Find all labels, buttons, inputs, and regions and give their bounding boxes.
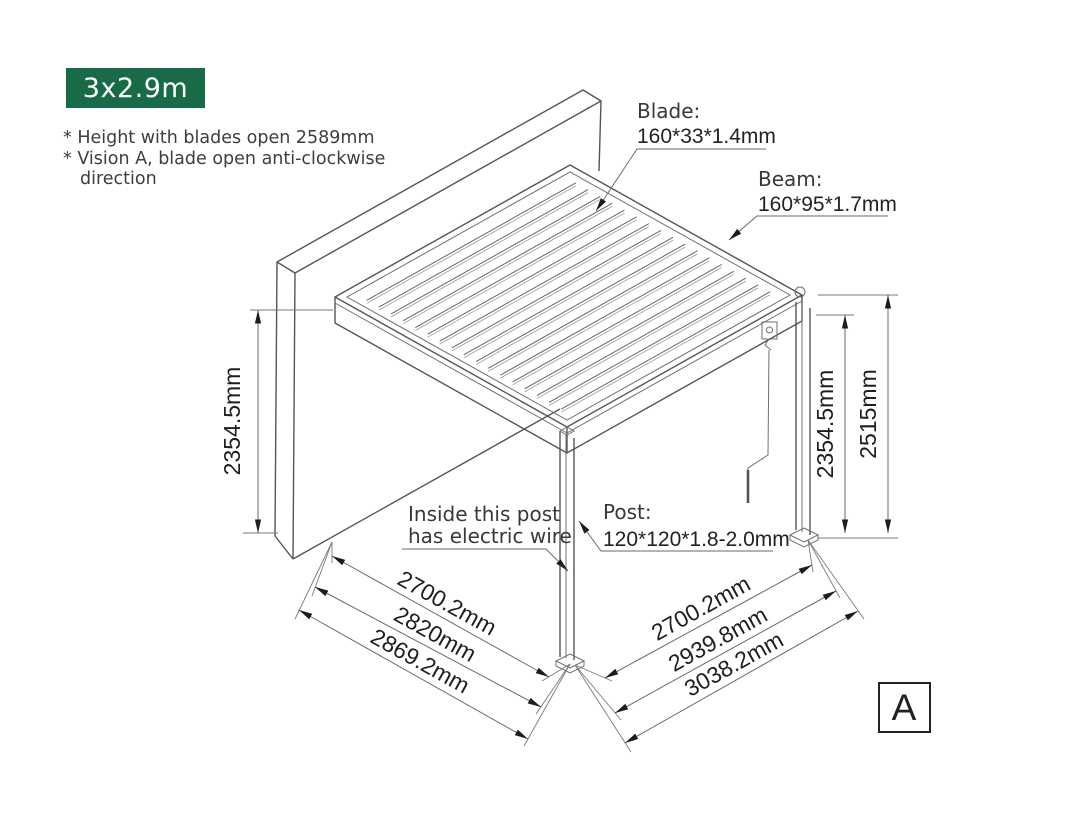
callout-beam: Beam: 160*95*1.7mm bbox=[728, 167, 897, 241]
wall-panel bbox=[274, 89, 602, 560]
corner-pivot bbox=[794, 286, 806, 298]
post-value: 120*120*1.8-2.0mm bbox=[603, 528, 790, 551]
note-vision-a-cont: direction bbox=[80, 169, 157, 189]
louvre-blades bbox=[366, 182, 771, 413]
callout-blade: Blade: 160*33*1.4mm bbox=[595, 99, 776, 212]
crank-handle bbox=[746, 321, 778, 503]
note-height-open: * Height with blades open 2589mm bbox=[63, 128, 375, 148]
extension-lines bbox=[243, 294, 898, 753]
louvre-roof bbox=[334, 164, 806, 428]
front-beam bbox=[566, 295, 803, 454]
callout-electric-wire: Inside this post has electric wire bbox=[402, 502, 572, 572]
notes-block: * Height with blades open 2589mm * Visio… bbox=[63, 128, 385, 190]
view-label: A bbox=[892, 687, 917, 728]
front-post bbox=[554, 426, 586, 674]
callout-post: Post: 120*120*1.8-2.0mm bbox=[578, 500, 790, 552]
post-label: Post: bbox=[603, 500, 652, 524]
size-badge-label: 3x2.9m bbox=[82, 72, 189, 104]
right-post-base bbox=[788, 527, 820, 548]
right-post bbox=[788, 302, 820, 548]
electric-note-line1: Inside this post bbox=[408, 502, 560, 526]
size-badge: 3x2.9m bbox=[66, 68, 205, 108]
beam-value: 160*95*1.7mm bbox=[758, 193, 897, 216]
beam-label: Beam: bbox=[758, 167, 823, 191]
view-label-box: A bbox=[878, 682, 931, 733]
front-post-base bbox=[554, 653, 586, 674]
dim-total-height-label: 2515mm bbox=[855, 369, 881, 458]
dimension-total-height: 2515mm bbox=[855, 295, 892, 533]
electric-note-line2: has electric wire bbox=[408, 524, 572, 548]
dimension-post-height: 2354.5mm bbox=[812, 315, 849, 533]
left-beam bbox=[334, 297, 568, 454]
dim-wall-height-label: 2354.5mm bbox=[219, 367, 245, 476]
dimension-wall-height: 2354.5mm bbox=[219, 310, 262, 533]
blade-value: 160*33*1.4mm bbox=[637, 125, 776, 148]
dimension-bottom-left-group: 2700.2mm 2820mm 2869.2mm bbox=[298, 555, 550, 740]
note-vision-a: * Vision A, blade open anti-clockwise bbox=[63, 148, 386, 169]
dim-post-height-label: 2354.5mm bbox=[812, 370, 838, 479]
blade-label: Blade: bbox=[637, 99, 700, 123]
dimension-bottom-right-group: 2700.2mm 2939.8mm 3038.2mm bbox=[604, 564, 859, 744]
